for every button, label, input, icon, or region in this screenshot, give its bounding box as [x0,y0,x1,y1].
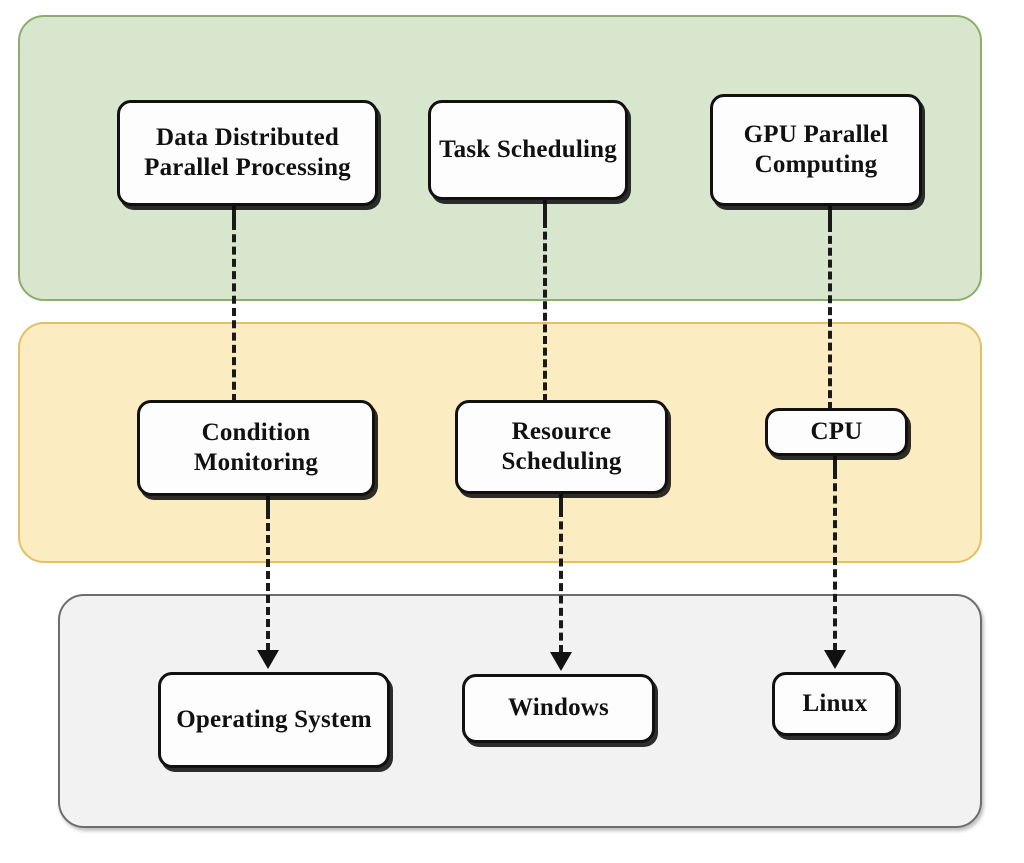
node-label: Windows [508,694,609,722]
connector-condition-to-os [266,511,270,651]
connector-gpu-to-cpu [828,224,832,410]
connector-stub-gpu [828,204,832,226]
connector-task-to-resource [543,220,547,402]
connector-stub-cpu [833,453,837,473]
connector-cpu-to-linux [833,471,837,651]
node-label: Operating System [176,705,372,733]
node-task-scheduling[interactable]: Task Scheduling [428,100,628,200]
node-data-distributed-parallel-processing[interactable]: Data Distributed Parallel Processing [117,100,378,206]
connector-resource-to-windows [559,509,563,653]
arrowhead-resource-to-windows [550,652,572,671]
node-label: Resource Scheduling [501,417,622,476]
node-label: Data Distributed Parallel Processing [144,123,351,182]
connector-stub-ddpp [232,203,236,225]
arrowhead-cpu-to-linux [824,650,846,669]
node-operating-system[interactable]: Operating System [158,672,390,768]
node-label: CPU [810,417,863,445]
node-condition-monitoring[interactable]: Condition Monitoring [137,400,375,496]
node-label: Task Scheduling [439,135,617,163]
node-label: GPU Parallel Computing [743,120,889,179]
connector-stub-task [543,198,547,222]
connector-stub-resource [559,491,563,511]
node-cpu[interactable]: CPU [765,408,908,456]
node-gpu-parallel-computing[interactable]: GPU Parallel Computing [710,94,922,206]
node-resource-scheduling[interactable]: Resource Scheduling [455,400,668,494]
arrowhead-condition-to-os [257,650,279,669]
node-label: Linux [802,689,868,717]
connector-stub-condition [266,493,270,513]
connector-ddpp-to-condition [232,222,236,402]
node-windows[interactable]: Windows [462,674,655,743]
node-linux[interactable]: Linux [772,672,898,736]
node-label: Condition Monitoring [193,418,319,477]
